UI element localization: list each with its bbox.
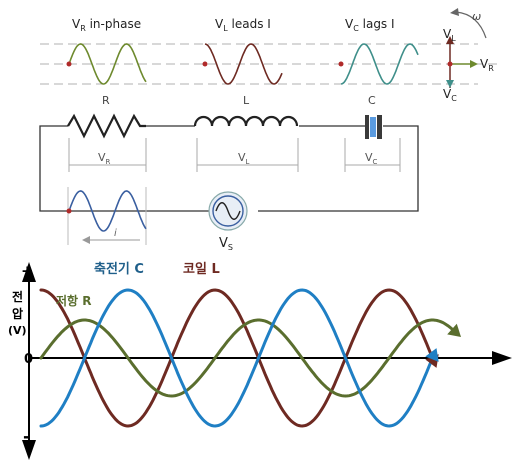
resistor-symbol [67,113,146,139]
vc-waveform [340,43,419,85]
capacitor-label: C [368,94,376,107]
y-axis-arrow-up [22,262,36,282]
current-label: i [114,228,117,239]
plus-sign: + [21,262,34,280]
capacitor-dielectric [370,117,376,137]
vc-start-dot [338,61,344,67]
zero-label: 0 [24,352,33,367]
ac-source-sine-icon [215,202,241,220]
label-vr-in-phase: VR in-phase [72,17,141,33]
vc-span [344,138,401,172]
rotation-arc [455,11,487,39]
vl-span-label: VL [238,151,250,166]
inductor-label: L [243,94,250,107]
resistor-series-label: 저항 R [56,293,92,308]
y-label-char-1: 전 [12,289,23,304]
inductor-symbol [193,115,299,127]
vr-span-label: VR [98,151,111,166]
capacitor-curve-arrow-head [425,348,439,362]
capacitor-voltage-curve [39,288,434,428]
vr-waveform [68,43,147,85]
wire-left [39,125,209,212]
rotation-arrow-head [450,8,459,16]
capacitor-plate-right [377,115,382,139]
resistor-curve-arrow-head [447,323,461,337]
voltage-graph: + - 0 전 압 (V) 축전기 C 코일 L 저항 R [8,261,512,460]
x-axis-arrow [492,351,512,365]
capacitor-series-label: 축전기 C [94,261,144,277]
axis-label-vr: VR [480,57,494,73]
vc-arrow-head [446,80,454,88]
vl-span [196,138,299,172]
capacitor-plate-left [365,115,369,139]
current-start-dot [66,208,72,214]
wire-right [258,125,419,212]
current-waveform [68,190,147,232]
source-label: VS [219,236,233,252]
y-label-unit: (V) [8,324,27,337]
ac-source-inner [212,195,244,227]
label-vc-lags: VC lags I [345,17,395,33]
coil-voltage-curve [39,288,434,428]
y-label-char-2: 압 [12,307,23,321]
axis-label-vc: VC [443,87,457,103]
series-rlc-circuit: R L C VR VL VC [39,94,419,252]
vc-span-label: VC [365,151,378,166]
resistor-voltage-curve [39,318,454,398]
resistor-label: R [102,94,110,107]
axis-label-vl: VL [443,27,456,43]
phasor-panel: VR in-phase VL leads I VC lags I VL VR V… [40,8,500,103]
vr-arrow-head [470,60,478,68]
phasor-origin-dot [447,61,453,67]
minus-sign: - [23,427,30,447]
vl-start-dot [202,61,208,67]
omega-symbol: ω [472,10,481,23]
coil-series-label: 코일 L [183,262,220,277]
vl-arrow-head [446,36,454,44]
label-vl-leads: VL leads I [215,17,271,33]
vr-start-dot [66,61,72,67]
current-direction-arrow [82,236,90,244]
y-axis-arrow-down [22,440,36,460]
vl-waveform [204,43,283,85]
vr-span [68,138,147,172]
